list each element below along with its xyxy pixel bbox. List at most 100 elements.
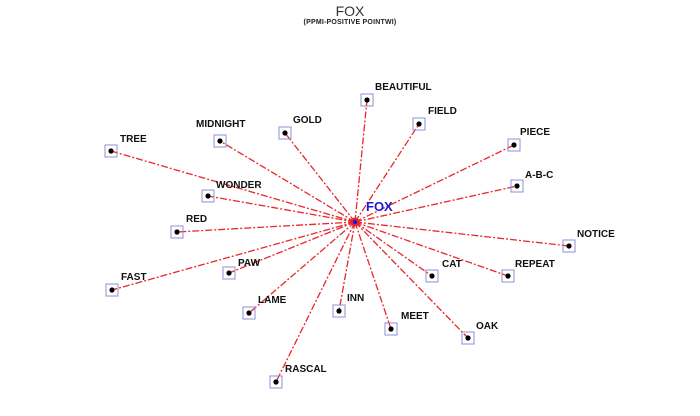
node-box: [213, 134, 227, 148]
edge-inn: [338, 221, 356, 312]
node-box: [461, 331, 475, 345]
node-dot: [246, 310, 252, 316]
node-box: [360, 93, 374, 107]
node-box: [425, 269, 439, 283]
edge-wonder: [207, 195, 356, 223]
node-label: FIELD: [428, 106, 457, 117]
node-label: TREE: [120, 134, 147, 145]
node-box: [104, 144, 118, 158]
node-gold[interactable]: GOLD: [278, 115, 322, 140]
node-beautiful[interactable]: BEAUTIFUL: [360, 82, 432, 107]
center-node-label: FOX: [366, 199, 393, 214]
node-inn[interactable]: INN: [332, 293, 364, 318]
node-rascal[interactable]: RASCAL: [269, 364, 327, 389]
node-paw[interactable]: PAW: [222, 258, 261, 280]
node-label: WONDER: [216, 180, 262, 191]
node-label: LAME: [258, 295, 287, 306]
node-label: PAW: [238, 258, 261, 269]
edge-oak: [354, 221, 469, 339]
node-label: MEET: [401, 311, 429, 322]
node-dot: [226, 270, 232, 276]
node-label: PIECE: [520, 127, 550, 138]
diagram-title: FOX: [335, 3, 365, 19]
node-label: GOLD: [293, 115, 322, 126]
node-label: BEAUTIFUL: [375, 82, 432, 93]
edge-midnight: [219, 140, 356, 223]
node-dot: [205, 193, 211, 199]
node-midnight[interactable]: MIDNIGHT: [196, 119, 245, 148]
edge-gold: [284, 132, 356, 223]
node-piece[interactable]: PIECE: [507, 127, 550, 152]
node-lame[interactable]: LAME: [242, 295, 287, 320]
node-repeat[interactable]: REPEAT: [501, 259, 555, 283]
node-box: [105, 283, 119, 297]
node-cat[interactable]: CAT: [425, 259, 462, 283]
edge-beautiful: [354, 99, 368, 223]
node-tree[interactable]: TREE: [104, 134, 147, 158]
edge-repeat: [354, 221, 509, 277]
edge-lame: [248, 221, 356, 314]
diagram-subtitle: (PPMI-POSITIVE POINTWI): [303, 19, 397, 26]
node-box: [269, 375, 283, 389]
node-dot: [566, 243, 572, 249]
node-dot: [429, 273, 435, 279]
node-label: FAST: [121, 272, 147, 283]
node-dot: [505, 273, 511, 279]
node-dot: [273, 379, 279, 385]
edge-a-b-c: [354, 185, 518, 223]
center-dot: [352, 219, 358, 225]
edge-tree: [110, 150, 356, 223]
node-label: RASCAL: [285, 364, 327, 375]
node-dot: [514, 183, 520, 189]
edge-red: [176, 221, 356, 233]
node-label: REPEAT: [515, 259, 555, 270]
node-box: [501, 269, 515, 283]
node-label: INN: [347, 293, 364, 304]
edge-meet: [354, 221, 392, 330]
node-dot: [416, 121, 422, 127]
node-dot: [109, 287, 115, 293]
node-oak[interactable]: OAK: [461, 321, 499, 345]
edge-layer: [110, 99, 570, 383]
node-field[interactable]: FIELD: [412, 106, 457, 131]
node-a-b-c[interactable]: A-B-C: [510, 170, 553, 193]
node-dot: [364, 97, 370, 103]
edge-fast: [111, 221, 356, 291]
node-box: [384, 322, 398, 336]
node-dot: [174, 229, 180, 235]
node-label: A-B-C: [525, 170, 553, 181]
node-dot: [336, 308, 342, 314]
node-fast[interactable]: FAST: [105, 272, 147, 297]
node-box: [170, 225, 184, 239]
edge-notice: [354, 221, 570, 247]
node-notice[interactable]: NOTICE: [562, 229, 615, 253]
node-dot: [282, 130, 288, 136]
node-dot: [388, 326, 394, 332]
edge-paw: [228, 221, 356, 274]
node-box: [222, 266, 236, 280]
node-dot: [217, 138, 223, 144]
node-meet[interactable]: MEET: [384, 311, 429, 336]
node-box: [562, 239, 576, 253]
node-label: NOTICE: [577, 229, 615, 240]
edge-piece: [354, 144, 515, 223]
node-box: [412, 117, 426, 131]
node-dot: [465, 335, 471, 341]
node-box: [201, 189, 215, 203]
node-layer: BEAUTIFUL FIELD PIECE A-B-C NOTICE REPEAT CAT O…: [104, 82, 615, 389]
node-box: [507, 138, 521, 152]
node-wonder[interactable]: WONDER: [201, 180, 262, 203]
node-box: [278, 126, 292, 140]
node-red[interactable]: RED: [170, 214, 207, 239]
edge-field: [354, 123, 420, 223]
node-label: OAK: [476, 321, 499, 332]
node-label: RED: [186, 214, 207, 225]
edge-cat: [354, 221, 433, 277]
node-box: [332, 304, 346, 318]
node-dot: [108, 148, 114, 154]
node-box: [510, 179, 524, 193]
edge-rascal: [275, 221, 356, 383]
node-dot: [511, 142, 517, 148]
center-node[interactable]: FOX: [350, 199, 394, 227]
